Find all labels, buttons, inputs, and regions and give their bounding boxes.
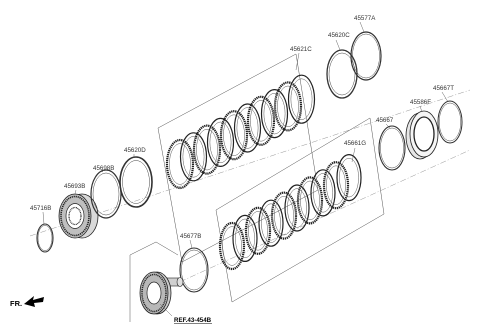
upper-pack-disc-2-inner xyxy=(182,136,205,178)
upper-pack-disc-1[interactable] xyxy=(165,138,195,190)
lower-pack-disc-8[interactable] xyxy=(310,169,336,217)
upper-pack-disc-3[interactable] xyxy=(192,124,222,175)
lower-pack-disc-4[interactable] xyxy=(258,199,284,247)
lower-pack-disc-4-inner xyxy=(261,203,281,243)
snap-ring-45577a-inner xyxy=(352,33,380,79)
lower-pack-disc-9-inner xyxy=(326,165,346,205)
snap-ring-45667t[interactable] xyxy=(437,100,463,144)
snap-ring-45667[interactable] xyxy=(378,125,406,171)
part-label-45667: 45667 xyxy=(376,117,394,124)
part-label-45621c: 45621C xyxy=(290,46,312,53)
backing-plate-45698b-inner xyxy=(92,172,120,216)
snap-ring-45667t-inner xyxy=(438,102,462,142)
lower-pack-disc-2-inner xyxy=(235,218,255,259)
part-label-45577a: 45577A xyxy=(354,15,376,22)
part-label-45620c: 45620C xyxy=(328,32,350,39)
lower-clutch-pack-frame xyxy=(215,117,385,303)
snap-ring-45677b-inner xyxy=(181,249,207,291)
snap-ring-45716b-inner xyxy=(37,225,53,251)
snap-ring-45677b[interactable] xyxy=(179,247,209,293)
upper-pack-disc-7-inner xyxy=(250,100,272,142)
upper-pack-disc-8-inner xyxy=(263,92,286,135)
lower-clutch-disc-pack xyxy=(218,154,362,271)
lower-pack-disc-7-inner xyxy=(300,180,320,221)
upper-pack-disc-4[interactable] xyxy=(206,117,235,167)
clutch-disc-45620d-inner xyxy=(122,160,150,204)
lower-pack-disc-5[interactable] xyxy=(270,191,298,240)
upper-pack-disc-1-inner xyxy=(169,143,191,185)
upper-pack-disc-9-inner xyxy=(277,85,299,128)
lower-pack-disc-8-inner xyxy=(313,173,333,213)
part-label-45677b: 45677B xyxy=(180,233,201,240)
part-label-45693b: 45693B xyxy=(64,183,85,190)
clutch-plate-45620c[interactable] xyxy=(326,49,358,99)
part-label-45586f: 45586F xyxy=(410,99,431,106)
lower-pack-disc-6-inner xyxy=(287,188,307,228)
lower-pack-disc-1[interactable] xyxy=(218,221,246,271)
clutch-hub-45693b[interactable] xyxy=(58,193,99,239)
upper-pack-disc-9[interactable] xyxy=(273,81,303,132)
upper-pack-disc-7[interactable] xyxy=(246,95,276,146)
upper-pack-disc-4-inner xyxy=(209,121,232,164)
upper-pack-disc-10-inner xyxy=(290,78,313,120)
hub-group-frame xyxy=(129,241,179,256)
reference-label[interactable]: REF.43-454B xyxy=(174,317,212,324)
upper-pack-disc-6[interactable] xyxy=(233,103,262,153)
lower-pack-disc-6[interactable] xyxy=(284,184,310,232)
part-label-45620d: 45620D xyxy=(124,147,146,154)
upper-pack-disc-6-inner xyxy=(236,107,259,149)
upper-pack-disc-8[interactable] xyxy=(260,88,289,139)
upper-clutch-disc-pack xyxy=(165,74,316,190)
part-label-45667t: 45667T xyxy=(433,85,454,92)
part-label-45716b: 45716B xyxy=(30,205,51,212)
part-label-45661g: 45661G xyxy=(344,140,366,147)
lower-pack-disc-5-inner xyxy=(274,195,294,236)
upper-pack-disc-5[interactable] xyxy=(219,110,249,161)
piston-45586f[interactable] xyxy=(405,110,439,160)
lower-pack-disc-3[interactable] xyxy=(244,206,272,255)
lower-pack-disc-7[interactable] xyxy=(296,176,324,225)
clutch-disc-45620d[interactable] xyxy=(119,156,153,208)
lower-pack-disc-1-inner xyxy=(222,226,242,266)
part-label-45698b: 45698B xyxy=(93,165,114,172)
lower-pack-disc-2[interactable] xyxy=(232,214,258,262)
lower-pack-disc-10-inner xyxy=(339,157,359,198)
snap-ring-45716b[interactable] xyxy=(36,223,54,253)
backing-plate-45698b[interactable] xyxy=(90,169,122,219)
snap-ring-45577a[interactable] xyxy=(350,31,382,81)
front-direction-label: FR. xyxy=(10,299,22,308)
center-axis-line xyxy=(29,89,471,237)
hub-assembly-ref[interactable] xyxy=(139,271,184,315)
clutch-plate-45620c-inner xyxy=(328,52,356,96)
upper-pack-disc-10[interactable] xyxy=(287,74,316,124)
front-direction-arrow-icon xyxy=(24,296,44,307)
lower-pack-disc-9[interactable] xyxy=(322,161,350,210)
snap-ring-45667-inner xyxy=(380,127,404,169)
upper-pack-disc-5-inner xyxy=(223,114,245,156)
upper-pack-disc-2[interactable] xyxy=(179,132,208,182)
lower-pack-disc-3-inner xyxy=(248,211,268,251)
lower-pack-disc-10[interactable] xyxy=(336,154,362,202)
upper-pack-disc-3-inner xyxy=(196,128,218,171)
leader-lines xyxy=(42,21,449,317)
